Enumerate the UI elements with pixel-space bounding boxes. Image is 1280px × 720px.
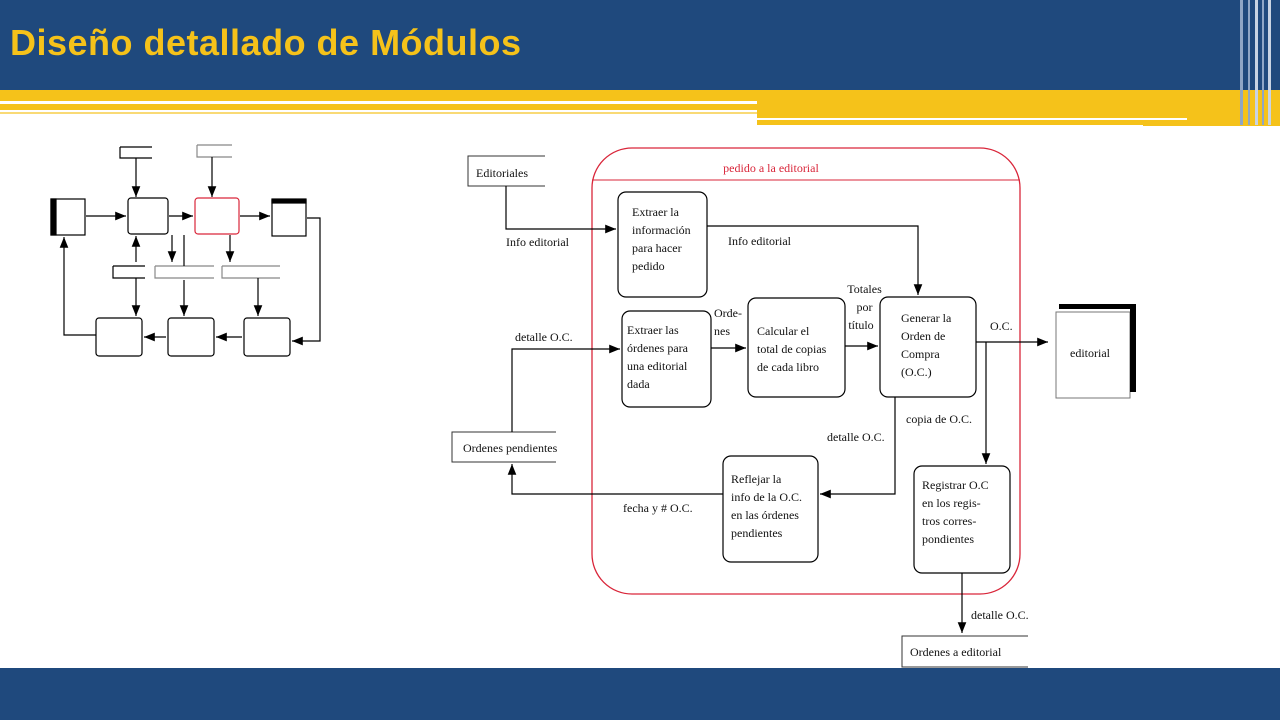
process-reflejar-info	[722, 455, 819, 563]
store-ordenes-pendientes-label: Ordenes pendientes	[463, 441, 558, 455]
store-ordenes-a-editorial-shape	[901, 635, 1028, 668]
flow-label-ordenes: Orde- nes	[714, 306, 745, 338]
external-editorial-shadow-side	[1130, 304, 1136, 392]
external-editorial-label: editorial	[1070, 346, 1111, 360]
flow-label-oc-out: O.C.	[990, 319, 1013, 333]
external-editorial-box	[1055, 311, 1131, 399]
process-extraer-ordenes	[621, 310, 712, 408]
flow-label-info-editorial-out: Info editorial	[728, 234, 792, 248]
store-editoriales-label: Editoriales	[476, 166, 528, 180]
flow-detalle-oc-in	[511, 344, 620, 432]
process-reflejar-info-text: Reflejar la info de la O.C. en las órden…	[731, 472, 805, 540]
flow-label-totales: Totales por título	[847, 282, 884, 332]
process-extraer-info-text: Extraer la información para hacer pedido	[632, 205, 694, 273]
boundary-label: pedido a la editorial	[723, 161, 819, 175]
flow-label-info-editorial-in: Info editorial	[506, 235, 570, 249]
footer-bar	[0, 668, 1280, 720]
flow-label-fecha-oc: fecha y # O.C.	[623, 501, 693, 515]
decorative-stripes	[0, 0, 1280, 126]
header-bar	[0, 0, 1280, 90]
flow-info-editorial-in	[505, 186, 616, 234]
flow-label-detalle-oc-down: detalle O.C.	[971, 608, 1029, 622]
flow-label-detalle-oc-in: detalle O.C.	[515, 330, 573, 344]
process-calcular-total	[747, 297, 846, 398]
flow-fecha-oc	[507, 464, 723, 495]
process-extraer-ordenes-text: Extraer las órdenes para una editorial d…	[627, 323, 691, 391]
process-generar-oc-text: Generar la Orden de Compra (O.C.)	[901, 311, 954, 379]
diagram-panel	[445, 125, 1143, 673]
external-editorial-shadow-top	[1059, 304, 1136, 309]
process-extraer-info	[617, 191, 708, 298]
flow-label-detalle-oc-back: detalle O.C.	[827, 430, 885, 444]
process-generar-oc	[879, 296, 977, 398]
slide-title: Diseño detallado de Módulos	[10, 22, 522, 63]
boundary-rounded-rect	[591, 147, 1021, 595]
store-ordenes-pendientes-shape	[451, 431, 556, 463]
overview-thumbnail	[50, 144, 321, 357]
store-ordenes-a-editorial-label: Ordenes a editorial	[910, 645, 1002, 659]
flow-info-editorial-out	[707, 225, 923, 295]
process-registrar-oc-text: Registrar O.C en los regis- tros corres-…	[922, 478, 992, 546]
process-calcular-total-text: Calcular el total de copias de cada libr…	[757, 324, 829, 374]
flow-label-copia-oc: copia de O.C.	[906, 412, 972, 426]
flow-detalle-oc-back	[820, 397, 896, 499]
